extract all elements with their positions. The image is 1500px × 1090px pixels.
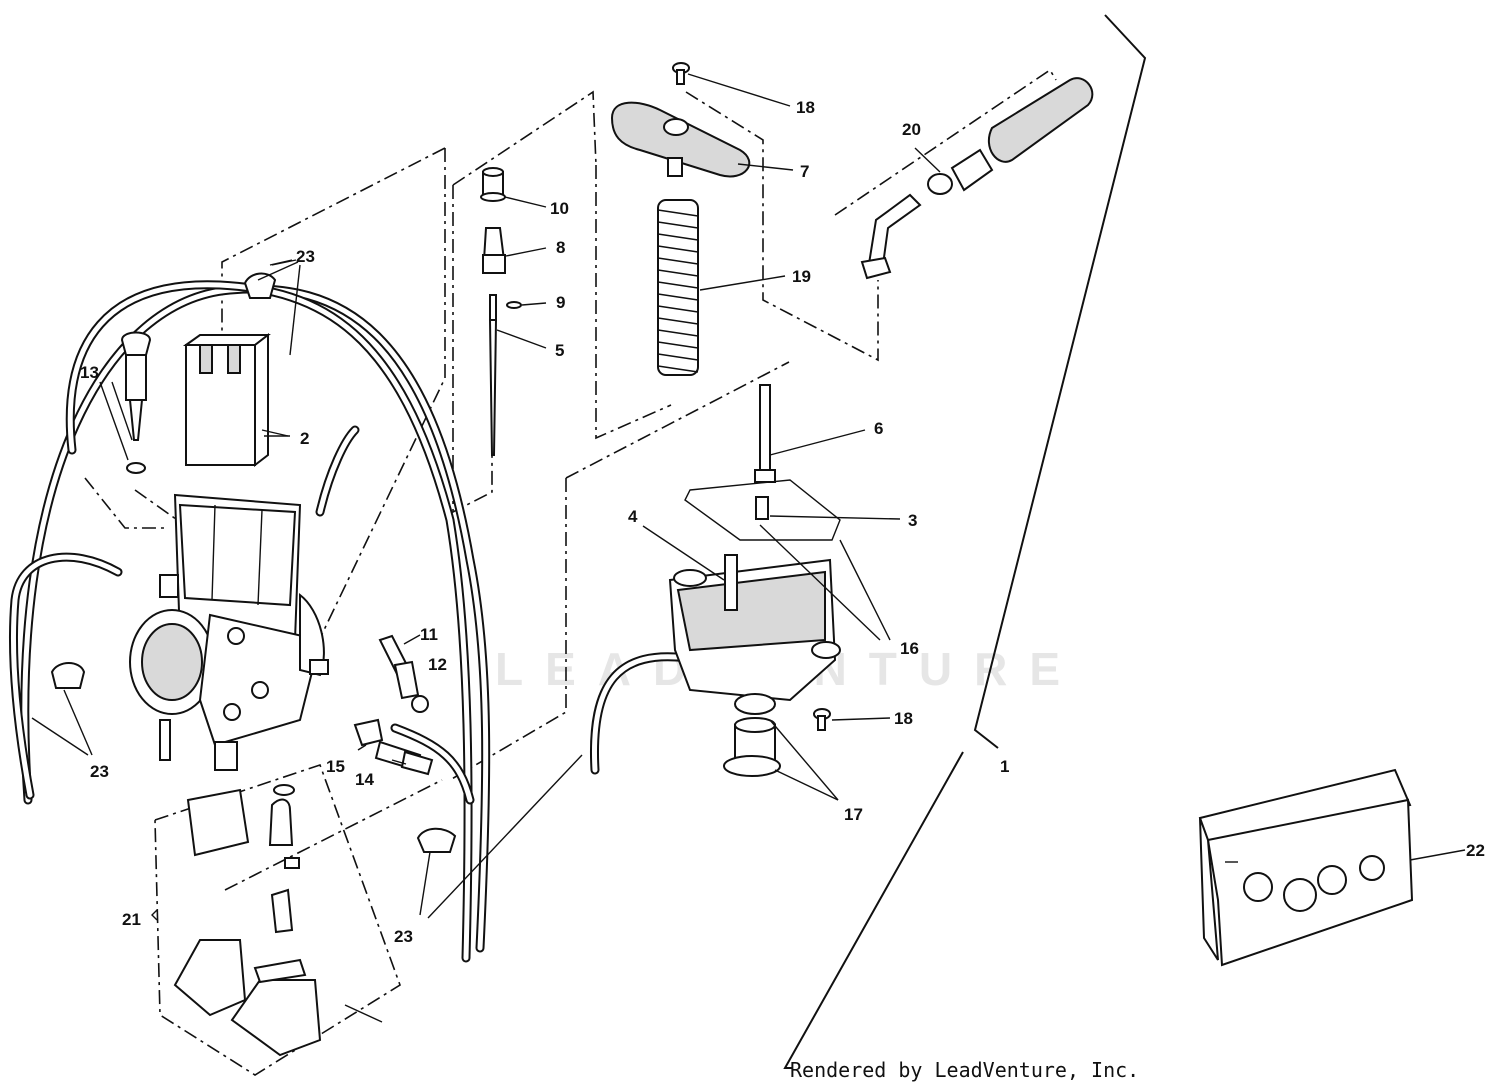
callout-10: 10	[550, 199, 569, 218]
callout-19: 19	[792, 267, 811, 286]
leader-lines	[31, 73, 1466, 921]
callout-16: 16	[900, 639, 919, 658]
needle-clip	[506, 301, 522, 309]
callout-15: 15	[326, 757, 345, 776]
callout-13: 13	[80, 363, 99, 382]
callout-9: 9	[556, 293, 565, 312]
callout-4: 4	[628, 507, 638, 526]
callout-23b: 23	[90, 762, 109, 781]
callout-6: 6	[874, 419, 883, 438]
callout-21: 21	[122, 910, 141, 929]
callout-17: 17	[844, 805, 863, 824]
callout-18b: 18	[894, 709, 913, 728]
gasket-kit	[1198, 768, 1414, 967]
callout-labels: 1 2 3 4 5 6 7 8 9 10 11 12 13 14 15 16 1…	[80, 98, 1485, 946]
idle-adjuster	[860, 77, 1094, 280]
callout-11: 11	[420, 625, 438, 644]
callout-12: 12	[428, 655, 447, 674]
jet-needle	[488, 294, 498, 456]
carburetor-body	[129, 493, 329, 771]
needle-holder	[482, 227, 506, 274]
assembly-frame-lines	[783, 14, 1147, 1069]
callout-14: 14	[355, 770, 374, 789]
callout-22: 22	[1466, 841, 1485, 860]
vent-hoses	[8, 280, 692, 963]
callout-2: 2	[300, 429, 309, 448]
float-kit	[173, 784, 383, 1057]
drain-plug	[723, 693, 781, 777]
float-bowl	[668, 384, 841, 702]
top-cap-nut	[480, 167, 506, 202]
guide-lines	[84, 68, 1057, 1076]
carburetor-top	[610, 101, 751, 178]
callout-8: 8	[556, 238, 565, 257]
render-credit: Rendered by LeadVenture, Inc.	[790, 1058, 1140, 1082]
callout-3: 3	[908, 511, 917, 530]
callout-18a: 18	[796, 98, 815, 117]
throttle-slide	[182, 332, 289, 468]
callout-23a: 23	[296, 247, 315, 266]
bowl-screw	[813, 708, 831, 731]
callout-5: 5	[555, 341, 564, 360]
callout-20: 20	[902, 120, 921, 139]
adjust-screws	[353, 634, 434, 776]
callout-23c: 23	[394, 927, 413, 946]
throttle-spring	[657, 199, 699, 376]
air-screw-assembly	[120, 331, 152, 474]
callout-7: 7	[800, 162, 809, 181]
hose-clips	[50, 272, 457, 853]
top-screw	[672, 62, 690, 85]
callout-1: 1	[1000, 757, 1009, 776]
